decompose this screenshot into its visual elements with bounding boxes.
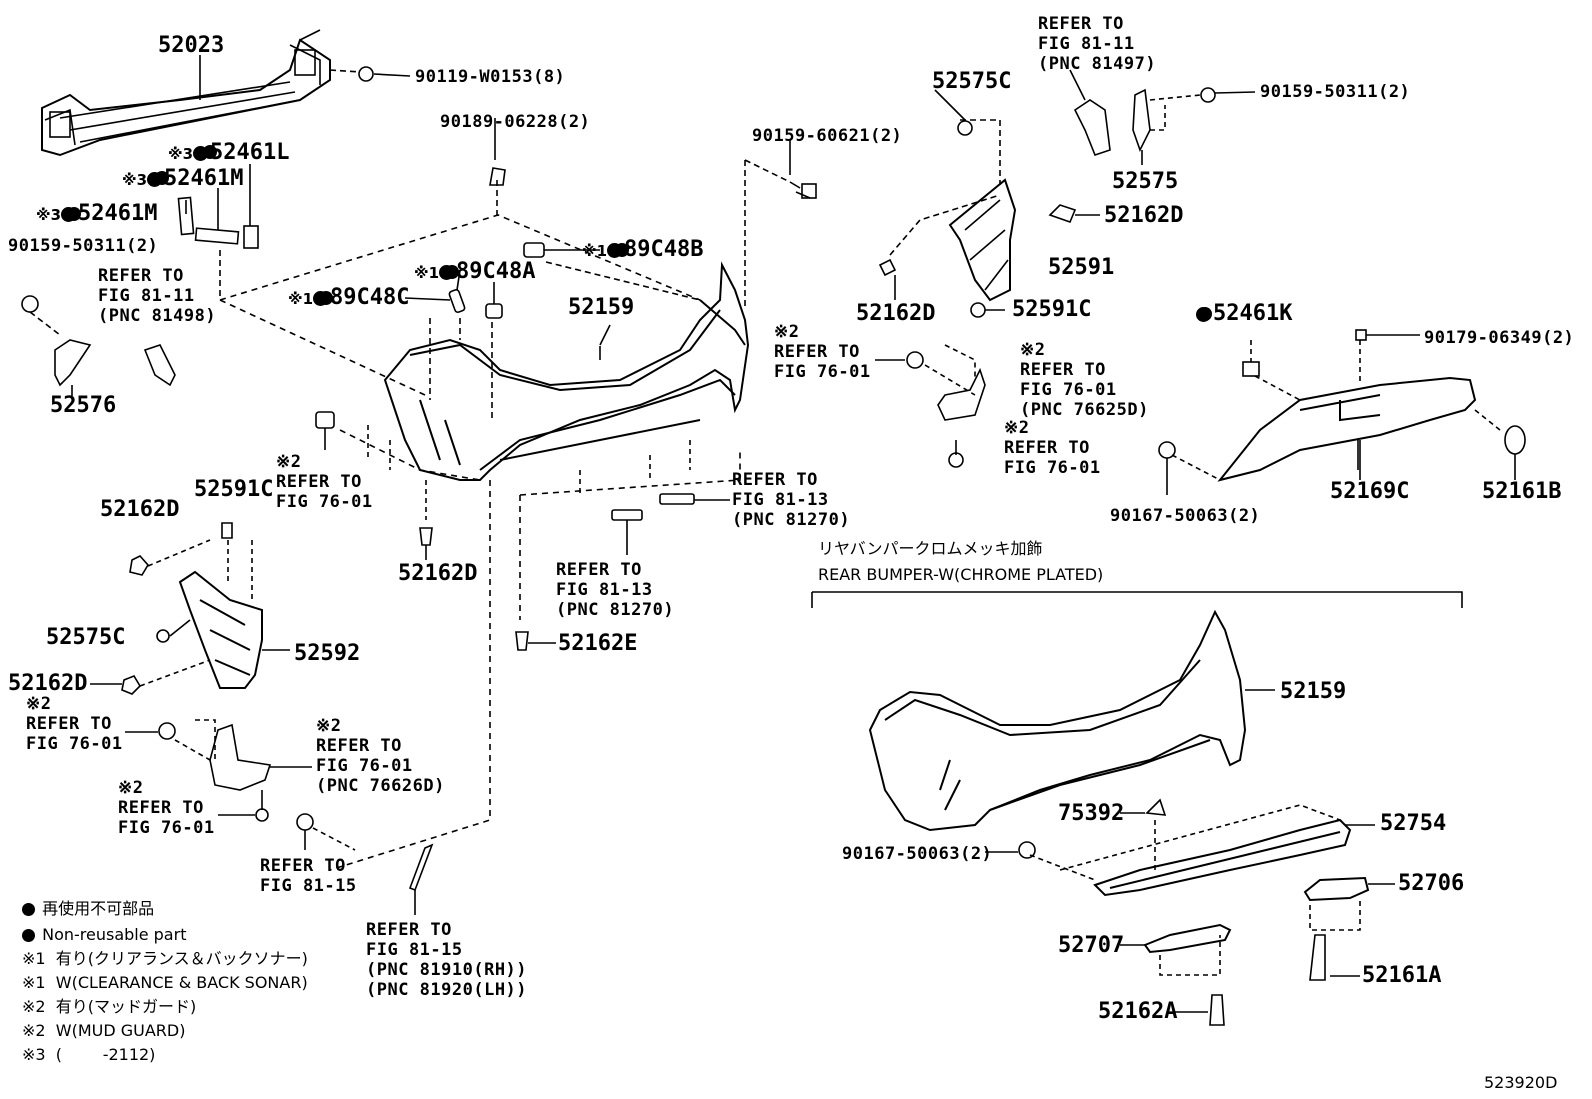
part-90167-right-label: 90167-50063(2) xyxy=(1110,506,1261,526)
non-reusable-dot xyxy=(439,265,455,280)
non-reusable-dot xyxy=(1196,307,1211,322)
non-reusable-dot xyxy=(22,903,35,916)
part-52576-label: 52576 xyxy=(50,393,117,418)
part-90159-60621-label: 90159-60621(2) xyxy=(752,126,903,146)
refer-81-13-a: REFER TO FIG 81-13 (PNC 81270) xyxy=(732,470,851,530)
part-89C48A-row: ※1 89C48A xyxy=(414,260,536,284)
part-89C48A-label: 89C48A xyxy=(456,259,536,284)
part-52461L-label: 52461L xyxy=(210,140,290,165)
part-52592-label: 52592 xyxy=(294,641,361,666)
part-90119-label: 90119-W0153(8) xyxy=(415,67,566,87)
part-52169C-label: 52169C xyxy=(1330,479,1410,504)
refer-76-01-left-c: ※2 REFER TO FIG 76-01 xyxy=(118,778,215,838)
legend-row-1: 再使用不可部品 xyxy=(22,900,154,918)
rear-bumper-main xyxy=(383,261,750,481)
part-89C48C-label: 89C48C xyxy=(330,285,410,310)
legend-text-6: ※2 W(MUD GUARD) xyxy=(22,1021,186,1040)
legend-text-1: 再使用不可部品 xyxy=(42,899,155,918)
chrome-garnish-52754 xyxy=(1093,818,1352,897)
reinforcement-beam-52023 xyxy=(41,38,331,157)
part-89C48B-row: ※1 89C48B xyxy=(582,238,704,262)
mark-3: ※3 xyxy=(122,171,148,189)
non-reusable-dot xyxy=(61,207,77,222)
part-90167-bottom-label: 90167-50063(2) xyxy=(842,844,993,864)
part-52575C-top-label: 52575C xyxy=(932,69,1012,94)
mark-1: ※1 xyxy=(414,264,440,282)
refer-81-11-right: REFER TO FIG 81-11 (PNC 81497) xyxy=(1038,14,1157,74)
non-reusable-dot xyxy=(22,929,35,942)
part-52159-bottom-label: 52159 xyxy=(1280,679,1347,704)
diagram-id: 523920D xyxy=(1484,1073,1558,1092)
refer-81-15-a: REFER TO FIG 81-15 xyxy=(260,856,357,896)
refer-81-11-left: REFER TO FIG 81-11 (PNC 81498) xyxy=(98,266,217,326)
legend-text-2: Non-reusable part xyxy=(42,925,187,944)
refer-76-01-center: ※2 REFER TO FIG 76-01 xyxy=(276,452,373,512)
part-52161B-label: 52161B xyxy=(1482,479,1562,504)
legend-text-5: ※2 有り(マッドガード) xyxy=(22,997,197,1016)
part-52461K-row: 52461K xyxy=(1196,302,1292,326)
chrome-piece-52707 xyxy=(1143,923,1232,954)
part-52162A-label: 52162A xyxy=(1098,999,1178,1024)
part-52162D-left-label: 52162D xyxy=(100,497,180,522)
part-52162E-label: 52162E xyxy=(558,631,638,656)
chrome-bumper-52159 xyxy=(868,609,1247,832)
refer-76-01-right-clip: ※2 REFER TO FIG 76-01 xyxy=(1004,418,1101,478)
mud-guard-52592 xyxy=(178,570,263,689)
part-52461L-row: ※3 52461L xyxy=(168,141,290,165)
chrome-piece-52706 xyxy=(1303,876,1370,902)
part-52161A-label: 52161A xyxy=(1362,963,1442,988)
part-90179-label: 90179-06349(2) xyxy=(1424,328,1575,348)
part-52706-label: 52706 xyxy=(1398,871,1465,896)
refer-76-01-pnc-76626D: ※2 REFER TO FIG 76-01 (PNC 76626D) xyxy=(316,716,445,796)
part-52575C-left-label: 52575C xyxy=(46,625,126,650)
part-52461M-label-a: 52461M xyxy=(164,166,244,191)
legend-text-3: ※1 有り(クリアランス＆バックソナー) xyxy=(22,949,308,968)
refer-81-13-b: REFER TO FIG 81-13 (PNC 81270) xyxy=(556,560,675,620)
part-52461M-row-b: ※3 52461M xyxy=(36,202,158,226)
part-52162D-r1-label: 52162D xyxy=(1104,203,1184,228)
part-90189-label: 90189-06228(2) xyxy=(440,112,591,132)
legend-row-2: Non-reusable part xyxy=(22,926,186,944)
non-reusable-dot xyxy=(313,291,329,306)
part-52575-label: 52575 xyxy=(1112,169,1179,194)
mark-1: ※1 xyxy=(582,242,608,260)
part-52162D-center-label: 52162D xyxy=(398,561,478,586)
refer-76-01-pnc-76625D: ※2 REFER TO FIG 76-01 (PNC 76625D) xyxy=(1020,340,1149,420)
refer-81-15-b: REFER TO FIG 81-15 (PNC 81910(RH)) (PNC … xyxy=(366,920,528,1000)
non-reusable-dot xyxy=(147,172,163,187)
part-52461M-row-a: ※3 52461M xyxy=(122,167,244,191)
part-90159-50311-left-label: 90159-50311(2) xyxy=(8,236,159,256)
part-52461M-label-b: 52461M xyxy=(78,201,158,226)
part-90159-50311-right-label: 90159-50311(2) xyxy=(1260,82,1411,102)
mark-1: ※1 xyxy=(288,290,314,308)
part-52162D-left2-label: 52162D xyxy=(8,671,88,696)
part-52461K-label: 52461K xyxy=(1213,301,1293,326)
legend-text-4: ※1 W(CLEARANCE & BACK SONAR) xyxy=(22,973,308,992)
part-89C48B-label: 89C48B xyxy=(624,237,704,262)
non-reusable-dot xyxy=(193,146,209,161)
mark-3: ※3 xyxy=(168,145,194,163)
part-75392-label: 75392 xyxy=(1058,801,1125,826)
refer-76-01-left-a: ※2 REFER TO FIG 76-01 xyxy=(26,694,123,754)
part-52023-label: 52023 xyxy=(158,33,225,58)
part-52591C-right-label: 52591C xyxy=(1012,297,1092,322)
part-52591C-left-label: 52591C xyxy=(194,477,274,502)
part-52162D-r2-label: 52162D xyxy=(856,301,936,326)
legend-text-7: ※3 ( -2112) xyxy=(22,1045,156,1064)
lower-garnish-52169C xyxy=(1217,376,1477,482)
part-52591-label: 52591 xyxy=(1048,255,1115,280)
section-title-en: REAR BUMPER-W(CHROME PLATED) xyxy=(818,565,1104,584)
section-title-jp: リヤバンパークロムメッキ加飾 xyxy=(818,539,1043,558)
mark-3: ※3 xyxy=(36,206,62,224)
refer-76-01-center-right: ※2 REFER TO FIG 76-01 xyxy=(774,322,871,382)
part-52707-label: 52707 xyxy=(1058,933,1125,958)
part-52754-label: 52754 xyxy=(1380,811,1447,836)
part-89C48C-row: ※1 89C48C xyxy=(288,286,410,310)
non-reusable-dot xyxy=(607,243,623,258)
part-52159-top-label: 52159 xyxy=(568,295,635,320)
